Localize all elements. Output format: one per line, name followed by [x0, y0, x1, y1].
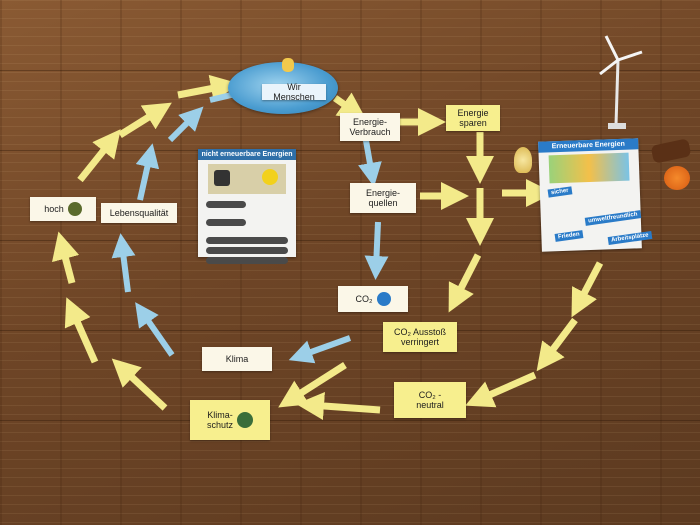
blue-arrow: [167, 106, 204, 143]
card-label: Energie- quellen: [365, 187, 401, 208]
yellow-arrow: [448, 253, 482, 313]
earth-badge-icon: [237, 412, 253, 428]
yellow-arrow: [465, 371, 537, 408]
card-energie-sparen: Energie sparen: [446, 105, 500, 131]
yellow-arrow: [52, 231, 80, 284]
yellow-arrow: [77, 129, 121, 183]
yellow-arrow: [177, 74, 239, 103]
blue-arrow: [288, 335, 352, 364]
poster-bar: [206, 257, 288, 264]
card-label: Lebensqualität: [109, 207, 169, 218]
co2-badge-icon: [376, 292, 391, 306]
yellow-arrow: [332, 92, 367, 121]
yellow-arrow: [118, 102, 172, 138]
coal-icon: [214, 170, 230, 186]
blue-arrow: [111, 233, 136, 293]
poster-title: nicht erneuerbare Energien: [198, 149, 296, 160]
card-label: Wir Menschen: [273, 81, 315, 102]
poster-bar: [206, 247, 288, 254]
card-hoch: hoch: [30, 197, 96, 221]
radiation-icon: [262, 169, 278, 185]
card-co2-ausstoss: CO₂ Ausstoß verringert: [383, 322, 457, 352]
card-lebensqualitaet: Lebensqualität: [101, 203, 177, 223]
sun-badge-icon: [67, 202, 82, 216]
card-wir-menschen: Wir Menschen: [262, 81, 326, 102]
poster-image: [548, 152, 630, 184]
card-klimaschutz: Klima- schutz: [190, 400, 270, 440]
blue-arrow: [135, 143, 160, 201]
blue-arrow: [358, 134, 382, 187]
yellow-arrow: [536, 317, 578, 372]
poster-bar: [206, 201, 246, 208]
card-label: CO₂ Ausstoß verringert: [393, 326, 446, 347]
wind-turbine-icon: [599, 35, 643, 129]
card-label: CO₂ - neutral: [416, 389, 444, 410]
yellow-arrow: [64, 297, 99, 364]
card-label: Klima- schutz: [206, 409, 233, 430]
card-energie-quellen: Energie- quellen: [350, 183, 416, 213]
card-klima: Klima: [202, 347, 272, 371]
card-co2-neutral: CO₂ - neutral: [394, 382, 466, 418]
poster-image: [208, 164, 286, 194]
yellow-arrow: [111, 358, 168, 411]
fruit-icon: [664, 166, 690, 190]
yellow-arrow: [571, 261, 604, 318]
card-label: hoch: [44, 203, 64, 214]
card-label: Energie sparen: [457, 107, 489, 128]
poster-non-renewable: nicht erneuerbare Energien: [198, 149, 296, 264]
figurine-icon: [282, 58, 294, 72]
card-label: Klima: [225, 353, 249, 364]
poster-bar: [206, 237, 288, 244]
poster-bar: [206, 219, 246, 226]
blue-arrow: [135, 302, 175, 357]
card-label: CO₂: [355, 293, 373, 304]
blue-arrow: [364, 221, 389, 280]
yellow-arrow: [278, 362, 347, 408]
lightbulb-icon: [514, 147, 532, 173]
card-label: Energie- Verbrauch: [349, 116, 391, 137]
card-energie-verbrauch: Energie- Verbrauch: [340, 113, 400, 141]
card-co2: CO₂: [338, 286, 408, 312]
yellow-arrow: [296, 392, 381, 420]
poster-title: Erneuerbare Energien: [538, 138, 639, 153]
